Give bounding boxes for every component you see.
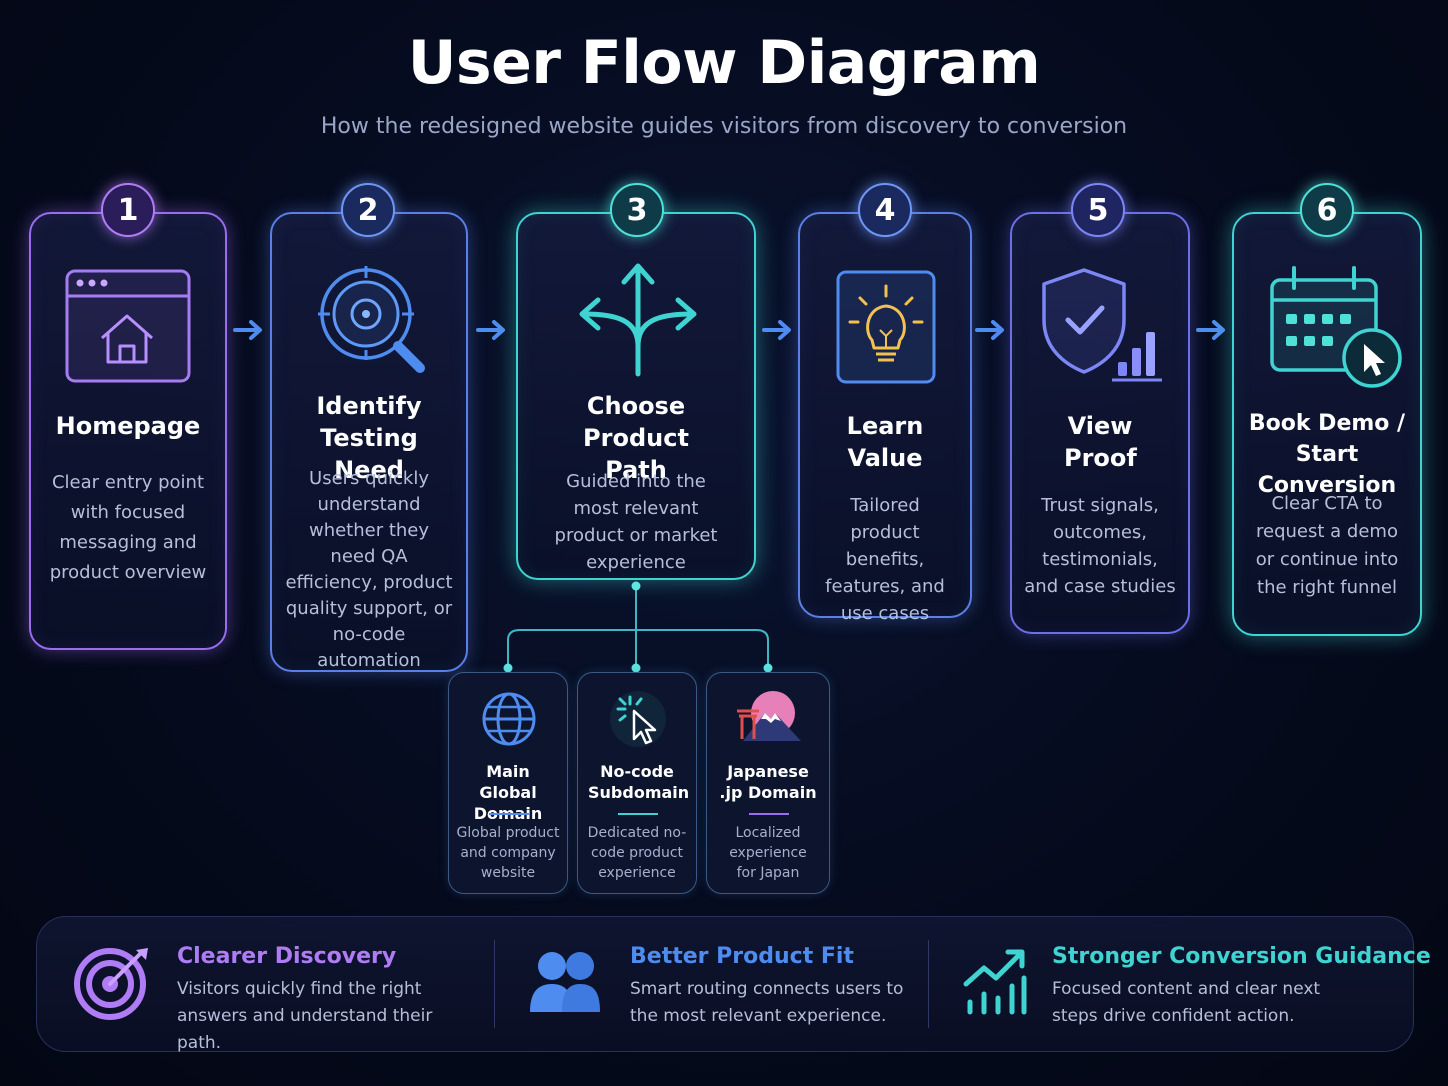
step-card-homepage: Homepage Clear entry point with focused … <box>29 212 227 650</box>
flow-arrow-icon <box>476 320 505 340</box>
target-icon <box>74 948 148 1020</box>
flow-arrow-icon <box>762 320 791 340</box>
path-card-no-code-subdomain: No-code Subdomain Dedicated no-code prod… <box>577 672 697 894</box>
benefit-description: Visitors quickly find the right answers … <box>177 979 433 1053</box>
step-number-badge: 4 <box>858 183 912 237</box>
benefit-description: Focused content and clear next steps dri… <box>1052 979 1321 1026</box>
mount-fuji-icon <box>737 691 801 741</box>
path-description: Dedicated no-code product experience <box>587 825 687 881</box>
step-description: Clear CTA to request a demo or continue … <box>1255 493 1399 598</box>
step-number-badge: 3 <box>610 183 664 237</box>
path-title: Japanese .jp Domain <box>719 762 817 802</box>
path-divider <box>489 813 529 815</box>
browser-home-icon <box>65 269 191 383</box>
step-title: Book Demo / Start Conversion <box>1248 411 1406 498</box>
benefit-divider <box>928 940 929 1028</box>
path-card-japanese-jp-domain: Japanese .jp Domain Localized experience… <box>706 672 830 894</box>
benefit-divider <box>494 940 495 1028</box>
step-description: Guided into the most relevant product or… <box>554 471 718 573</box>
step-number-badge: 5 <box>1071 183 1125 237</box>
benefit-title: Stronger Conversion Guidance <box>1052 944 1431 969</box>
benefit-title: Clearer Discovery <box>177 944 397 969</box>
branch-connector <box>503 581 773 673</box>
branching-arrows-icon <box>579 263 697 377</box>
step-title: View Proof <box>1064 412 1137 472</box>
shield-check-chart-icon <box>1042 268 1162 382</box>
page-title: User Flow Diagram <box>407 28 1041 98</box>
step-card-choose-product-path: Choose Product Path Guided into the most… <box>516 212 756 580</box>
benefits-panel <box>36 916 1414 1052</box>
step-card-learn-value: Learn Value Tailored product benefits, f… <box>798 212 972 624</box>
benefit-title: Better Product Fit <box>630 944 854 969</box>
step-title: Choose Product Path <box>583 392 689 484</box>
globe-icon <box>482 692 536 746</box>
users-icon <box>530 952 600 1012</box>
step-card-view-proof: View Proof Trust signals, outcomes, test… <box>1010 212 1190 634</box>
path-divider <box>749 813 789 815</box>
magnifier-target-icon <box>318 266 425 373</box>
flow-arrow-icon <box>975 320 1004 340</box>
step-card-book-demo: Book Demo / Start Conversion Clear CTA t… <box>1232 212 1422 636</box>
benefit-description: Smart routing connects users to the most… <box>630 979 904 1026</box>
page-subtitle: How the redesigned website guides visito… <box>320 114 1128 139</box>
path-card-main-global-domain: Main Global Domain Global product and co… <box>448 672 568 894</box>
step-description: Tailored product benefits, features, and… <box>825 495 945 624</box>
step-number-badge: 1 <box>101 183 155 237</box>
flow-arrow-icon <box>233 320 262 340</box>
step-title: Identify Testing Need <box>316 392 422 484</box>
step-title: Homepage <box>55 412 201 440</box>
lightbulb-icon <box>836 270 936 384</box>
step-card-identify-testing-need: Identify Testing Need Users quickly unde… <box>270 212 468 672</box>
step-number-badge: 6 <box>1300 183 1354 237</box>
step-description: Trust signals, outcomes, testimonials, a… <box>1024 495 1176 597</box>
step-description: Users quickly understand whether they ne… <box>285 468 453 671</box>
path-divider <box>618 813 658 815</box>
cursor-click-icon <box>610 691 666 747</box>
step-title: Learn Value <box>846 412 924 472</box>
path-title: Main Global Domain <box>473 762 543 823</box>
calendar-cursor-icon <box>1270 266 1402 388</box>
flow-arrow-icon <box>1196 320 1225 340</box>
path-description: Global product and company website <box>456 825 560 881</box>
step-number-badge: 2 <box>341 183 395 237</box>
growth-chart-icon <box>963 949 1027 1015</box>
path-description: Localized experience for Japan <box>729 825 807 881</box>
path-title: No-code Subdomain <box>588 762 690 802</box>
step-description: Clear entry point with focused messaging… <box>49 472 207 583</box>
